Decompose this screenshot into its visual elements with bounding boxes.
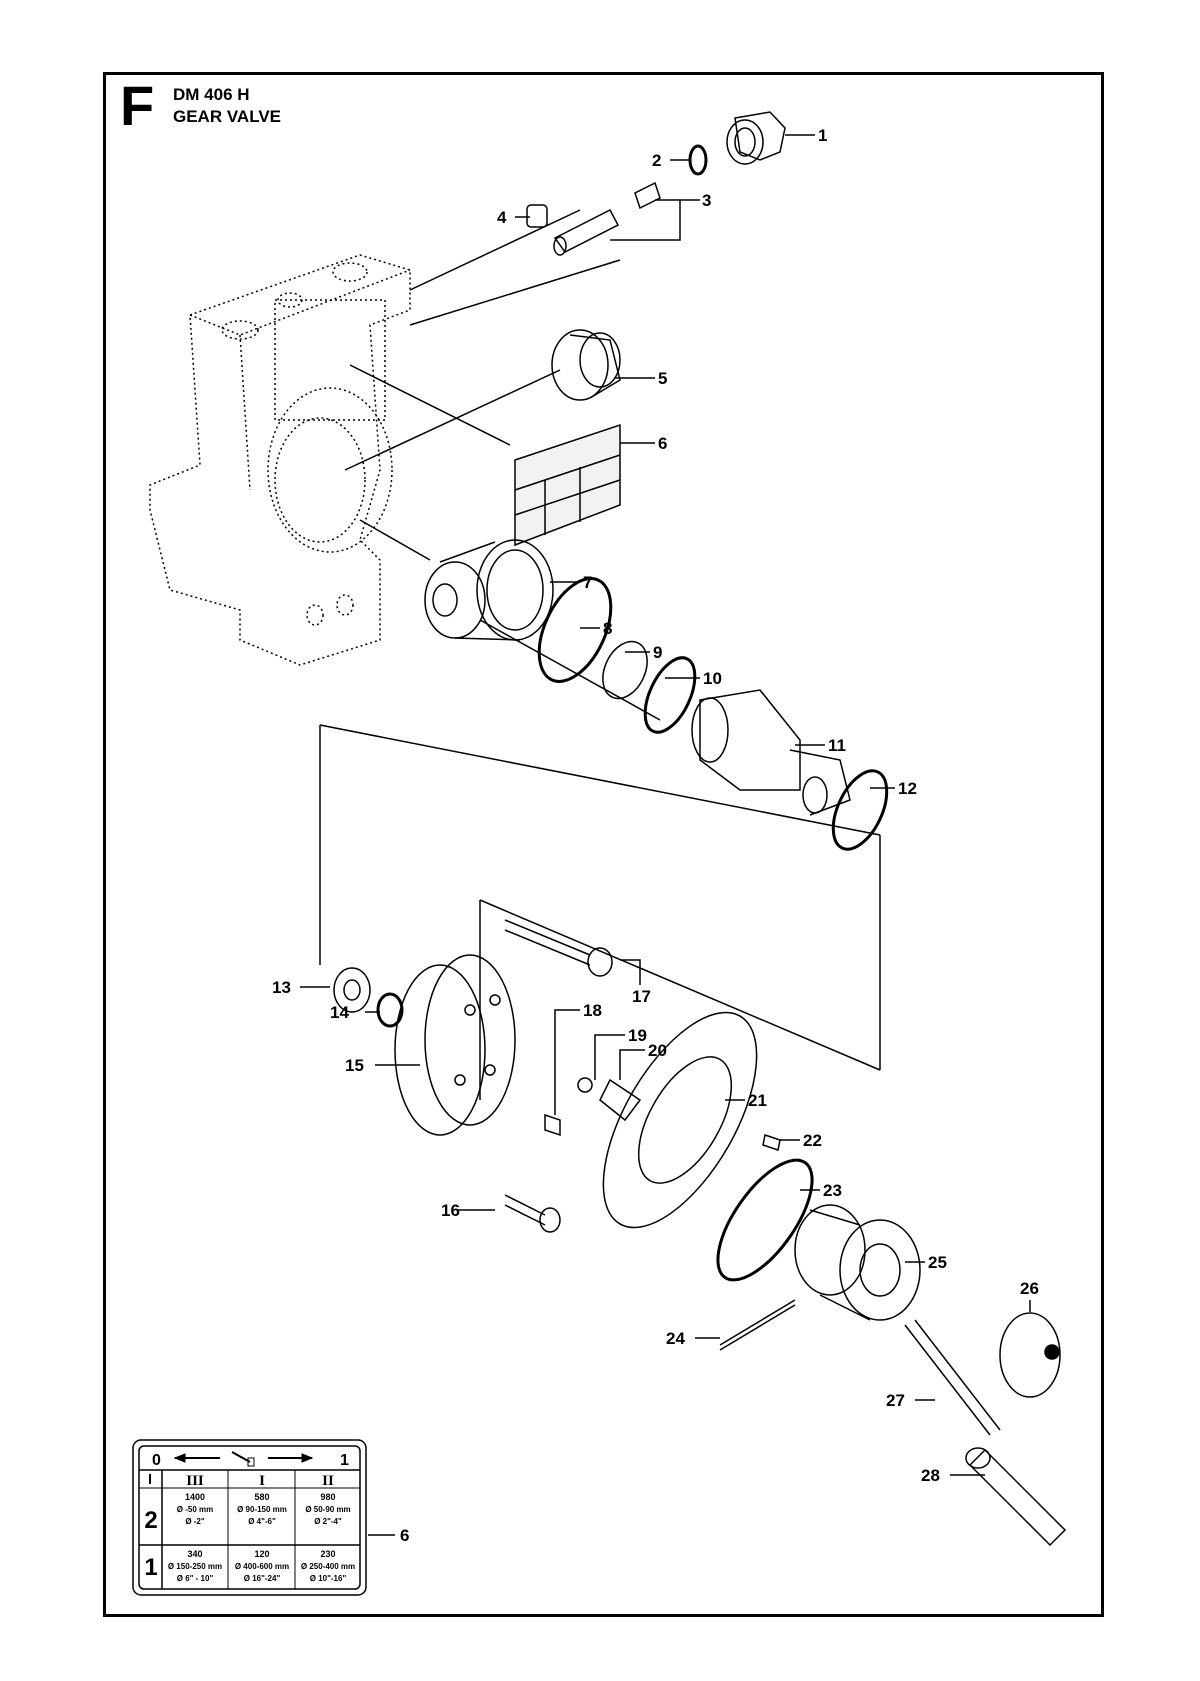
bolt-16 bbox=[504, 1194, 561, 1233]
table-cell-text: Ø 2"-4" bbox=[314, 1517, 342, 1526]
table-pos-1: 1 bbox=[340, 1452, 349, 1469]
knob-25 bbox=[794, 1204, 921, 1321]
model-title: DM 406 H bbox=[173, 85, 250, 104]
table-cell-text: Ø 250-400 mm bbox=[301, 1562, 355, 1571]
table-cell-text: Ø 6" - 10" bbox=[177, 1574, 214, 1583]
callout-12: 12 bbox=[898, 779, 917, 798]
label-leader bbox=[349, 364, 511, 446]
table-pos-0: 0 bbox=[152, 1452, 161, 1469]
callout-3: 3 bbox=[702, 191, 711, 210]
spring-3 bbox=[553, 181, 661, 256]
cap-26 bbox=[999, 1312, 1061, 1398]
callout-11: 11 bbox=[828, 736, 846, 755]
valve-spool-11 bbox=[691, 689, 851, 816]
table-cell-text: Ø 16"-24" bbox=[244, 1574, 281, 1583]
callout-13: 13 bbox=[272, 978, 291, 997]
callout-23: 23 bbox=[823, 1181, 842, 1200]
label-decal-6 bbox=[514, 423, 621, 547]
table-cell-text: 230 bbox=[320, 1549, 335, 1559]
o-ring-12 bbox=[831, 769, 889, 851]
threaded-rod-27 bbox=[904, 1319, 1001, 1436]
callout-6: 6 bbox=[658, 434, 667, 453]
screw-4 bbox=[526, 204, 548, 228]
callout-19: 19 bbox=[628, 1026, 647, 1045]
table-cell-text: 1400 bbox=[185, 1492, 205, 1502]
gear-2: 2 bbox=[144, 1507, 157, 1534]
table-cell-text: Ø 150-250 mm bbox=[168, 1562, 222, 1571]
screw-22 bbox=[762, 1134, 781, 1151]
callout-8: 8 bbox=[603, 619, 612, 638]
callout-17: 17 bbox=[632, 987, 651, 1006]
gear-label-table-text: 0 1 III I II 2 1400 Ø -50 mm Ø -2" 580 Ø… bbox=[144, 1452, 355, 1583]
callout-21: 21 bbox=[748, 1091, 767, 1110]
bolt-17 bbox=[504, 919, 613, 977]
callout-5: 5 bbox=[658, 369, 667, 388]
spring-20 bbox=[599, 1078, 642, 1122]
table-cell-text: Ø -50 mm bbox=[177, 1505, 213, 1514]
callout-labels: 1 2 3 4 5 6 7 8 9 10 11 12 13 14 15 16 1… bbox=[272, 126, 1039, 1545]
callout-18: 18 bbox=[583, 1001, 602, 1020]
grip-28 bbox=[965, 1447, 1067, 1547]
callout-9: 9 bbox=[653, 643, 662, 662]
dial-plate-21 bbox=[602, 1011, 758, 1229]
selector-disc-15 bbox=[394, 954, 516, 1136]
callout-26: 26 bbox=[1020, 1279, 1039, 1298]
table-cell-text: Ø -2" bbox=[185, 1517, 205, 1526]
table-cell-text: 580 bbox=[254, 1492, 269, 1502]
table-cell-text: Ø 50-90 mm bbox=[305, 1505, 350, 1514]
ball-19 bbox=[577, 1077, 593, 1093]
col-I: I bbox=[259, 1473, 265, 1489]
table-cell-text: 340 bbox=[187, 1549, 202, 1559]
gear-label-table bbox=[132, 1439, 367, 1596]
pin-18 bbox=[544, 1113, 561, 1137]
callout-14: 14 bbox=[330, 1003, 349, 1022]
valve-housing bbox=[149, 254, 411, 666]
o-ring-23 bbox=[716, 1158, 814, 1282]
callout-25: 25 bbox=[928, 1253, 947, 1272]
sleeve-7 bbox=[424, 539, 554, 641]
callout-27: 27 bbox=[886, 1391, 905, 1410]
o-ring-2 bbox=[688, 144, 708, 176]
table-cell-text: 980 bbox=[320, 1492, 335, 1502]
callout-1: 1 bbox=[818, 126, 827, 145]
callout-16: 16 bbox=[441, 1201, 460, 1220]
o-ring-8 bbox=[537, 577, 613, 683]
pin-24 bbox=[719, 1299, 796, 1346]
callout-2: 2 bbox=[652, 151, 661, 170]
table-cell-text: Ø 400-600 mm bbox=[235, 1562, 289, 1571]
col-II: II bbox=[322, 1473, 334, 1489]
table-cell-text: Ø 4"-6" bbox=[248, 1517, 276, 1526]
callout-7: 7 bbox=[583, 573, 592, 592]
washer-13 bbox=[333, 967, 371, 1013]
callout-4: 4 bbox=[497, 208, 507, 227]
diagram-frame bbox=[103, 72, 1104, 1617]
callout-24: 24 bbox=[666, 1329, 685, 1348]
o-ring-10 bbox=[643, 656, 697, 734]
table-cell-text: 120 bbox=[254, 1549, 269, 1559]
table-cell-text: Ø 10"-16" bbox=[310, 1574, 347, 1583]
col-III: III bbox=[186, 1473, 204, 1489]
gear-1: 1 bbox=[144, 1554, 157, 1581]
callout-22: 22 bbox=[803, 1131, 822, 1150]
callout-20: 20 bbox=[648, 1041, 667, 1060]
diagram-title: GEAR VALVE bbox=[173, 107, 281, 126]
o-ring-14 bbox=[376, 992, 404, 1028]
callout-6-table: 6 bbox=[400, 1526, 409, 1545]
washer-9 bbox=[602, 640, 648, 700]
section-letter: F bbox=[120, 74, 155, 137]
callout-15: 15 bbox=[345, 1056, 364, 1075]
callout-28: 28 bbox=[921, 1466, 940, 1485]
table-cell-text: Ø 90-150 mm bbox=[237, 1505, 287, 1514]
plug-5 bbox=[551, 329, 621, 401]
plug-1 bbox=[726, 111, 786, 165]
callout-10: 10 bbox=[703, 669, 722, 688]
